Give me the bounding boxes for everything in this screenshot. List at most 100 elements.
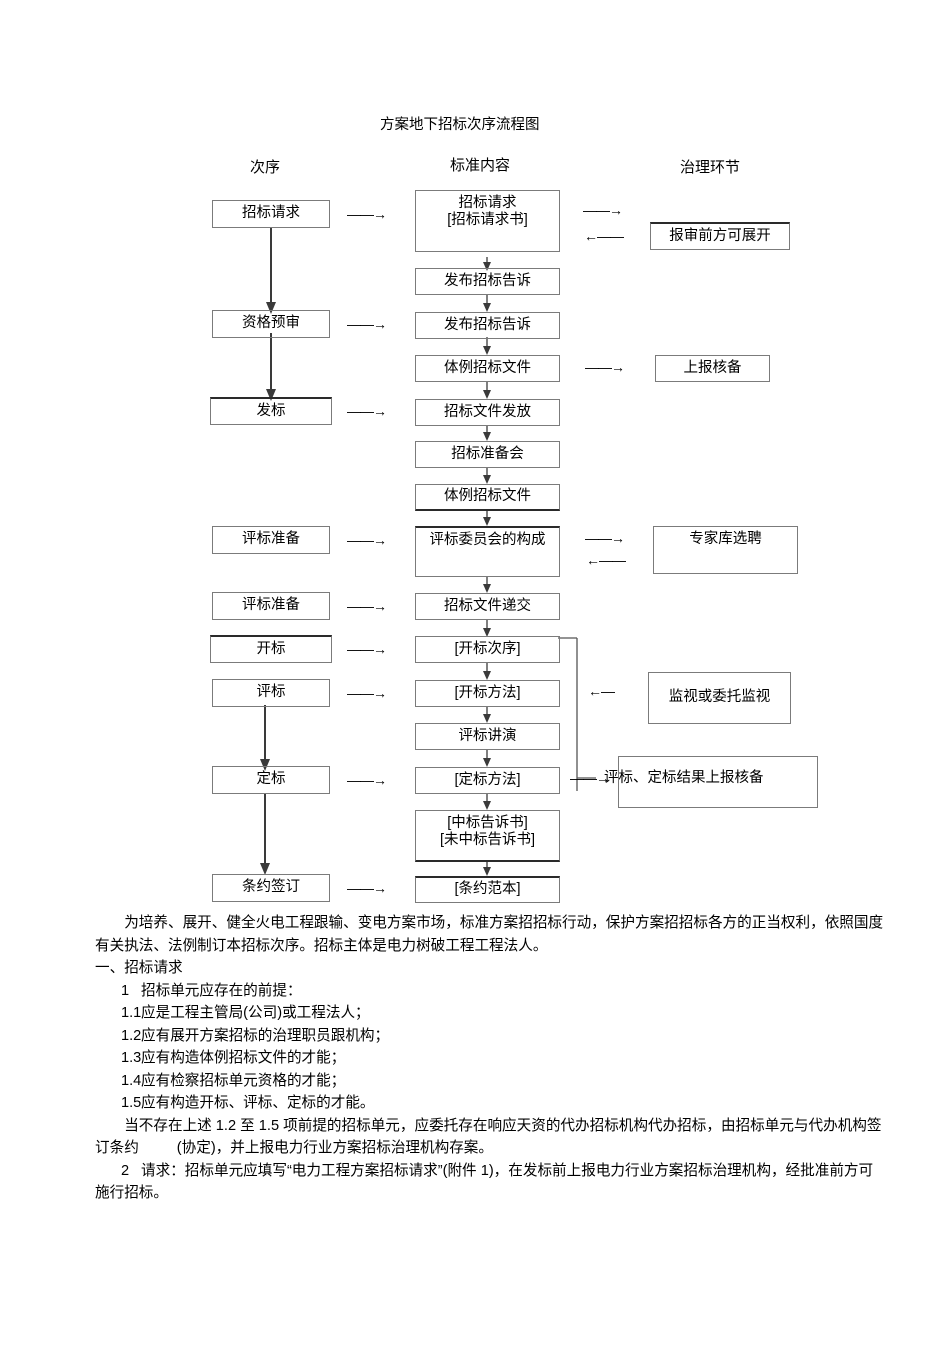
mid-node-1[interactable]: 发布招标告诉 xyxy=(415,268,560,295)
heading-section-1: 一、招标请求 xyxy=(95,960,183,976)
list-item-1-num: 1 xyxy=(121,982,130,999)
mid-node-13[interactable]: [中标告诉书] [未中标告诉书] xyxy=(415,810,560,862)
connector-right-2-out: ——→ xyxy=(585,530,625,546)
left-node-1[interactable]: 资格预审 xyxy=(212,310,330,338)
left-node-4[interactable]: 评标准备 xyxy=(212,592,330,620)
body-text: 为培养、展开、健全火电工程跟输、变电方案市场，标准方案招招标行动，保护方案招招标… xyxy=(95,912,885,1205)
list-item-1-4-text: 应有检察招标单元资格的才能； xyxy=(141,1072,346,1089)
left-node-5[interactable]: 开标 xyxy=(210,635,332,663)
mid-node-0[interactable]: 招标请求 [招标请求书] xyxy=(415,190,560,252)
right-node-3-label: 监视或委托监视 xyxy=(668,689,771,706)
column-header-management: 治理环节 xyxy=(680,159,741,176)
flowchart: 方案地下招标次序流程图 次序 标准内容 治理环节 招标请求 资格预审 发标 评标… xyxy=(210,118,818,903)
mid-node-13-line1: [中标告诉书] xyxy=(447,815,528,831)
list-item-2-text: 请求：招标单元应填写“电力工程方案招标请求”(附件 1)，在发标前上报电力行业方… xyxy=(95,1162,874,1202)
paragraph-agency-a: 当不存在上述 1.2 至 1.5 项前提的招标单元，应委托存在响应天资的代办招标… xyxy=(95,1117,882,1157)
connector-right-3-in: ←— xyxy=(588,683,615,699)
left-node-6-label: 评标 xyxy=(256,684,286,701)
mid-node-8-label: 招标文件递交 xyxy=(444,597,531,614)
mid-node-11[interactable]: 评标讲演 xyxy=(415,723,560,750)
list-item-1-3-text: 应有构造体例招标文件的才能； xyxy=(141,1050,346,1066)
mid-node-13-line2: [未中标告诉书] xyxy=(439,832,536,849)
list-item-1-1-text: 应是工程主管局(公司)或工程法人； xyxy=(141,1005,370,1021)
mid-node-12-label: [定标方法] xyxy=(454,771,521,788)
list-item-1-1-num: 1.1 xyxy=(121,1005,142,1021)
connector-left-4: ——→ xyxy=(347,598,387,614)
right-node-1[interactable]: 上报核备 xyxy=(655,355,770,382)
mid-node-7-label: 评标委员会的构成 xyxy=(429,532,546,548)
mid-node-9-label: [开标次序] xyxy=(454,640,521,657)
left-node-1-label: 资格预审 xyxy=(242,315,300,332)
list-item-1-5: 1.5应有构造开标、评标、定标的才能。 xyxy=(95,1092,885,1115)
list-item-1-4-num: 1.4 xyxy=(121,1072,142,1089)
mid-node-9[interactable]: [开标次序] xyxy=(415,636,560,663)
connector-right-4-out: ——→ xyxy=(570,770,610,786)
mid-node-4-label: 招标文件发放 xyxy=(444,403,531,420)
left-node-8-label: 条约签订 xyxy=(242,879,300,896)
right-node-1-label: 上报核备 xyxy=(683,359,742,376)
right-node-2[interactable]: 专家库选聘 xyxy=(653,526,798,574)
right-node-3[interactable]: 监视或委托监视 xyxy=(648,672,791,724)
left-node-3-label: 评标准备 xyxy=(242,531,300,548)
mid-node-12[interactable]: [定标方法] xyxy=(415,767,560,794)
mid-node-2[interactable]: 发布招标告诉 xyxy=(415,312,560,339)
connector-left-2: ——→ xyxy=(347,403,387,419)
list-item-1-3-num: 1.3 xyxy=(121,1050,142,1066)
mid-node-8[interactable]: 招标文件递交 xyxy=(415,593,560,620)
connector-left-5: ——→ xyxy=(347,641,387,657)
list-item-1-3: 1.3应有构造体例招标文件的才能； xyxy=(95,1047,885,1070)
list-item-1-2: 1.2应有展开方案招标的治理职员跟机构； xyxy=(95,1025,885,1048)
mid-node-10[interactable]: [开标方法] xyxy=(415,680,560,707)
list-item-1-5-text: 应有构造开标、评标、定标的才能。 xyxy=(141,1095,375,1111)
right-node-2-label: 专家库选聘 xyxy=(689,531,762,547)
connector-right-1-out: ——→ xyxy=(585,359,625,375)
mid-node-5[interactable]: 招标准备会 xyxy=(415,441,560,468)
mid-node-14[interactable]: [条约范本] xyxy=(415,876,560,903)
left-node-0[interactable]: 招标请求 xyxy=(212,200,330,228)
paragraph-agency-b: (协定)，并上报电力行业方案招标治理机构存案。 xyxy=(176,1140,493,1156)
list-item-1-2-text: 应有展开方案招标的治理职员跟机构； xyxy=(141,1027,390,1044)
mid-node-4[interactable]: 招标文件发放 xyxy=(415,399,560,426)
connector-right-2-in: ←—— xyxy=(586,552,626,568)
mid-node-5-label: 招标准备会 xyxy=(451,445,524,462)
column-header-sequence: 次序 xyxy=(250,159,281,176)
right-node-0[interactable]: 报审前方可展开 xyxy=(650,222,790,250)
paragraph-agency: 当不存在上述 1.2 至 1.5 项前提的招标单元，应委托存在响应天资的代办招标… xyxy=(95,1115,885,1160)
mid-node-6-label: 体例招标文件 xyxy=(444,488,531,505)
right-node-4[interactable] xyxy=(618,756,818,808)
list-item-2-num: 2 xyxy=(121,1162,130,1179)
left-node-2[interactable]: 发标 xyxy=(210,397,332,425)
mid-node-0-line1: 招标请求 xyxy=(458,195,517,211)
connector-left-0: ——→ xyxy=(347,206,387,222)
list-item-1-5-num: 1.5 xyxy=(121,1095,142,1111)
mid-node-0-line2: [招标请求书] xyxy=(447,212,528,229)
connector-left-6: ——→ xyxy=(347,685,387,701)
list-item-1-2-num: 1.2 xyxy=(121,1027,142,1044)
right-node-4-label: 评标、定标结果上报核备 xyxy=(604,770,764,786)
connector-left-7: ——→ xyxy=(347,772,387,788)
left-node-8[interactable]: 条约签订 xyxy=(212,874,330,902)
left-node-7-label: 定标 xyxy=(256,771,286,788)
list-item-1-1: 1.1应是工程主管局(公司)或工程法人； xyxy=(95,1002,885,1025)
left-node-5-label: 开标 xyxy=(256,640,286,657)
mid-node-2-label: 发布招标告诉 xyxy=(444,316,531,333)
connector-left-3: ——→ xyxy=(347,532,387,548)
mid-node-14-label: [条约范本] xyxy=(454,881,521,898)
left-node-3[interactable]: 评标准备 xyxy=(212,526,330,554)
paragraph-intro: 为培养、展开、健全火电工程跟输、变电方案市场，标准方案招招标行动，保护方案招招标… xyxy=(95,915,884,954)
connector-right-0-in: ←—— xyxy=(584,228,624,244)
list-item-1-text: 招标单元应存在的前提： xyxy=(141,982,302,999)
connector-right-0-out: ——→ xyxy=(583,202,623,218)
mid-node-3-label: 体例招标文件 xyxy=(444,359,531,376)
column-header-content: 标准内容 xyxy=(450,157,511,174)
right-node-0-label: 报审前方可展开 xyxy=(669,227,771,244)
mid-node-6[interactable]: 体例招标文件 xyxy=(415,484,560,511)
left-node-7[interactable]: 定标 xyxy=(212,766,330,794)
mid-node-11-label: 评标讲演 xyxy=(458,727,517,744)
mid-node-7[interactable]: 评标委员会的构成 xyxy=(415,526,560,577)
connector-left-8: ——→ xyxy=(347,880,387,896)
mid-node-3[interactable]: 体例招标文件 xyxy=(415,355,560,382)
left-node-6[interactable]: 评标 xyxy=(212,679,330,707)
